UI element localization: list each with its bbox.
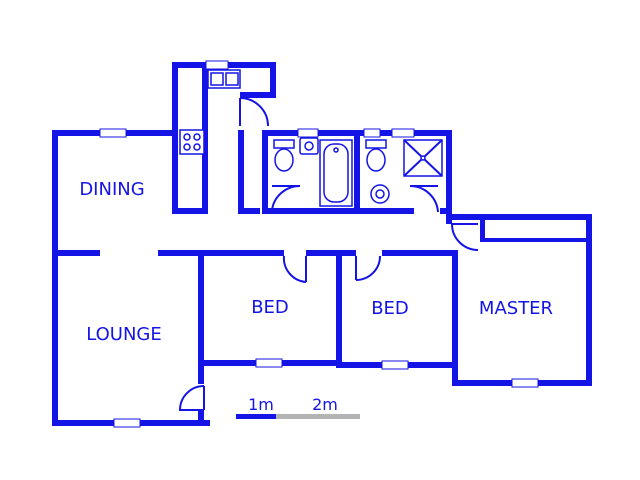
door-bed-1 <box>282 255 307 283</box>
door-bed-2 <box>355 255 381 281</box>
window-bed-1 <box>255 358 283 368</box>
shower <box>403 139 443 177</box>
room-label-dining: DINING <box>79 179 144 200</box>
basin-second <box>370 184 390 204</box>
doors <box>178 97 479 411</box>
door-bath <box>271 184 301 211</box>
door-kitchen <box>239 97 269 127</box>
door-front <box>178 385 205 411</box>
scale-bar: 1m 2m <box>236 395 360 419</box>
fixtures <box>179 69 443 207</box>
door-master <box>451 223 479 251</box>
windows <box>99 60 539 428</box>
window-dining <box>99 128 127 138</box>
scale-label-2m: 2m <box>312 395 338 414</box>
room-label-master: MASTER <box>479 298 553 319</box>
toilet-bathroom <box>273 139 295 172</box>
door-shower-room <box>409 184 439 213</box>
window-toilet <box>363 128 381 138</box>
basin-bathroom <box>299 137 319 155</box>
stove <box>179 129 205 155</box>
window-bath <box>297 128 319 138</box>
walls <box>52 62 592 426</box>
window-bed-2 <box>381 360 409 370</box>
scale-bar-second-meter <box>276 414 360 419</box>
room-label-lounge: LOUNGE <box>86 324 162 345</box>
room-labels: DINING LOUNGE BED BED MASTER <box>79 179 553 345</box>
room-label-bed-2: BED <box>371 298 409 319</box>
bath-tub <box>319 139 353 207</box>
kitchen-sink <box>207 69 241 89</box>
window-master <box>511 378 539 388</box>
window-shower <box>391 128 415 138</box>
window-kitchen <box>205 60 229 70</box>
window-lounge <box>113 418 141 428</box>
room-label-bed-1: BED <box>251 297 289 318</box>
scale-label-1m: 1m <box>248 395 274 414</box>
scale-bar-first-meter <box>236 414 276 419</box>
toilet-second <box>365 139 387 172</box>
